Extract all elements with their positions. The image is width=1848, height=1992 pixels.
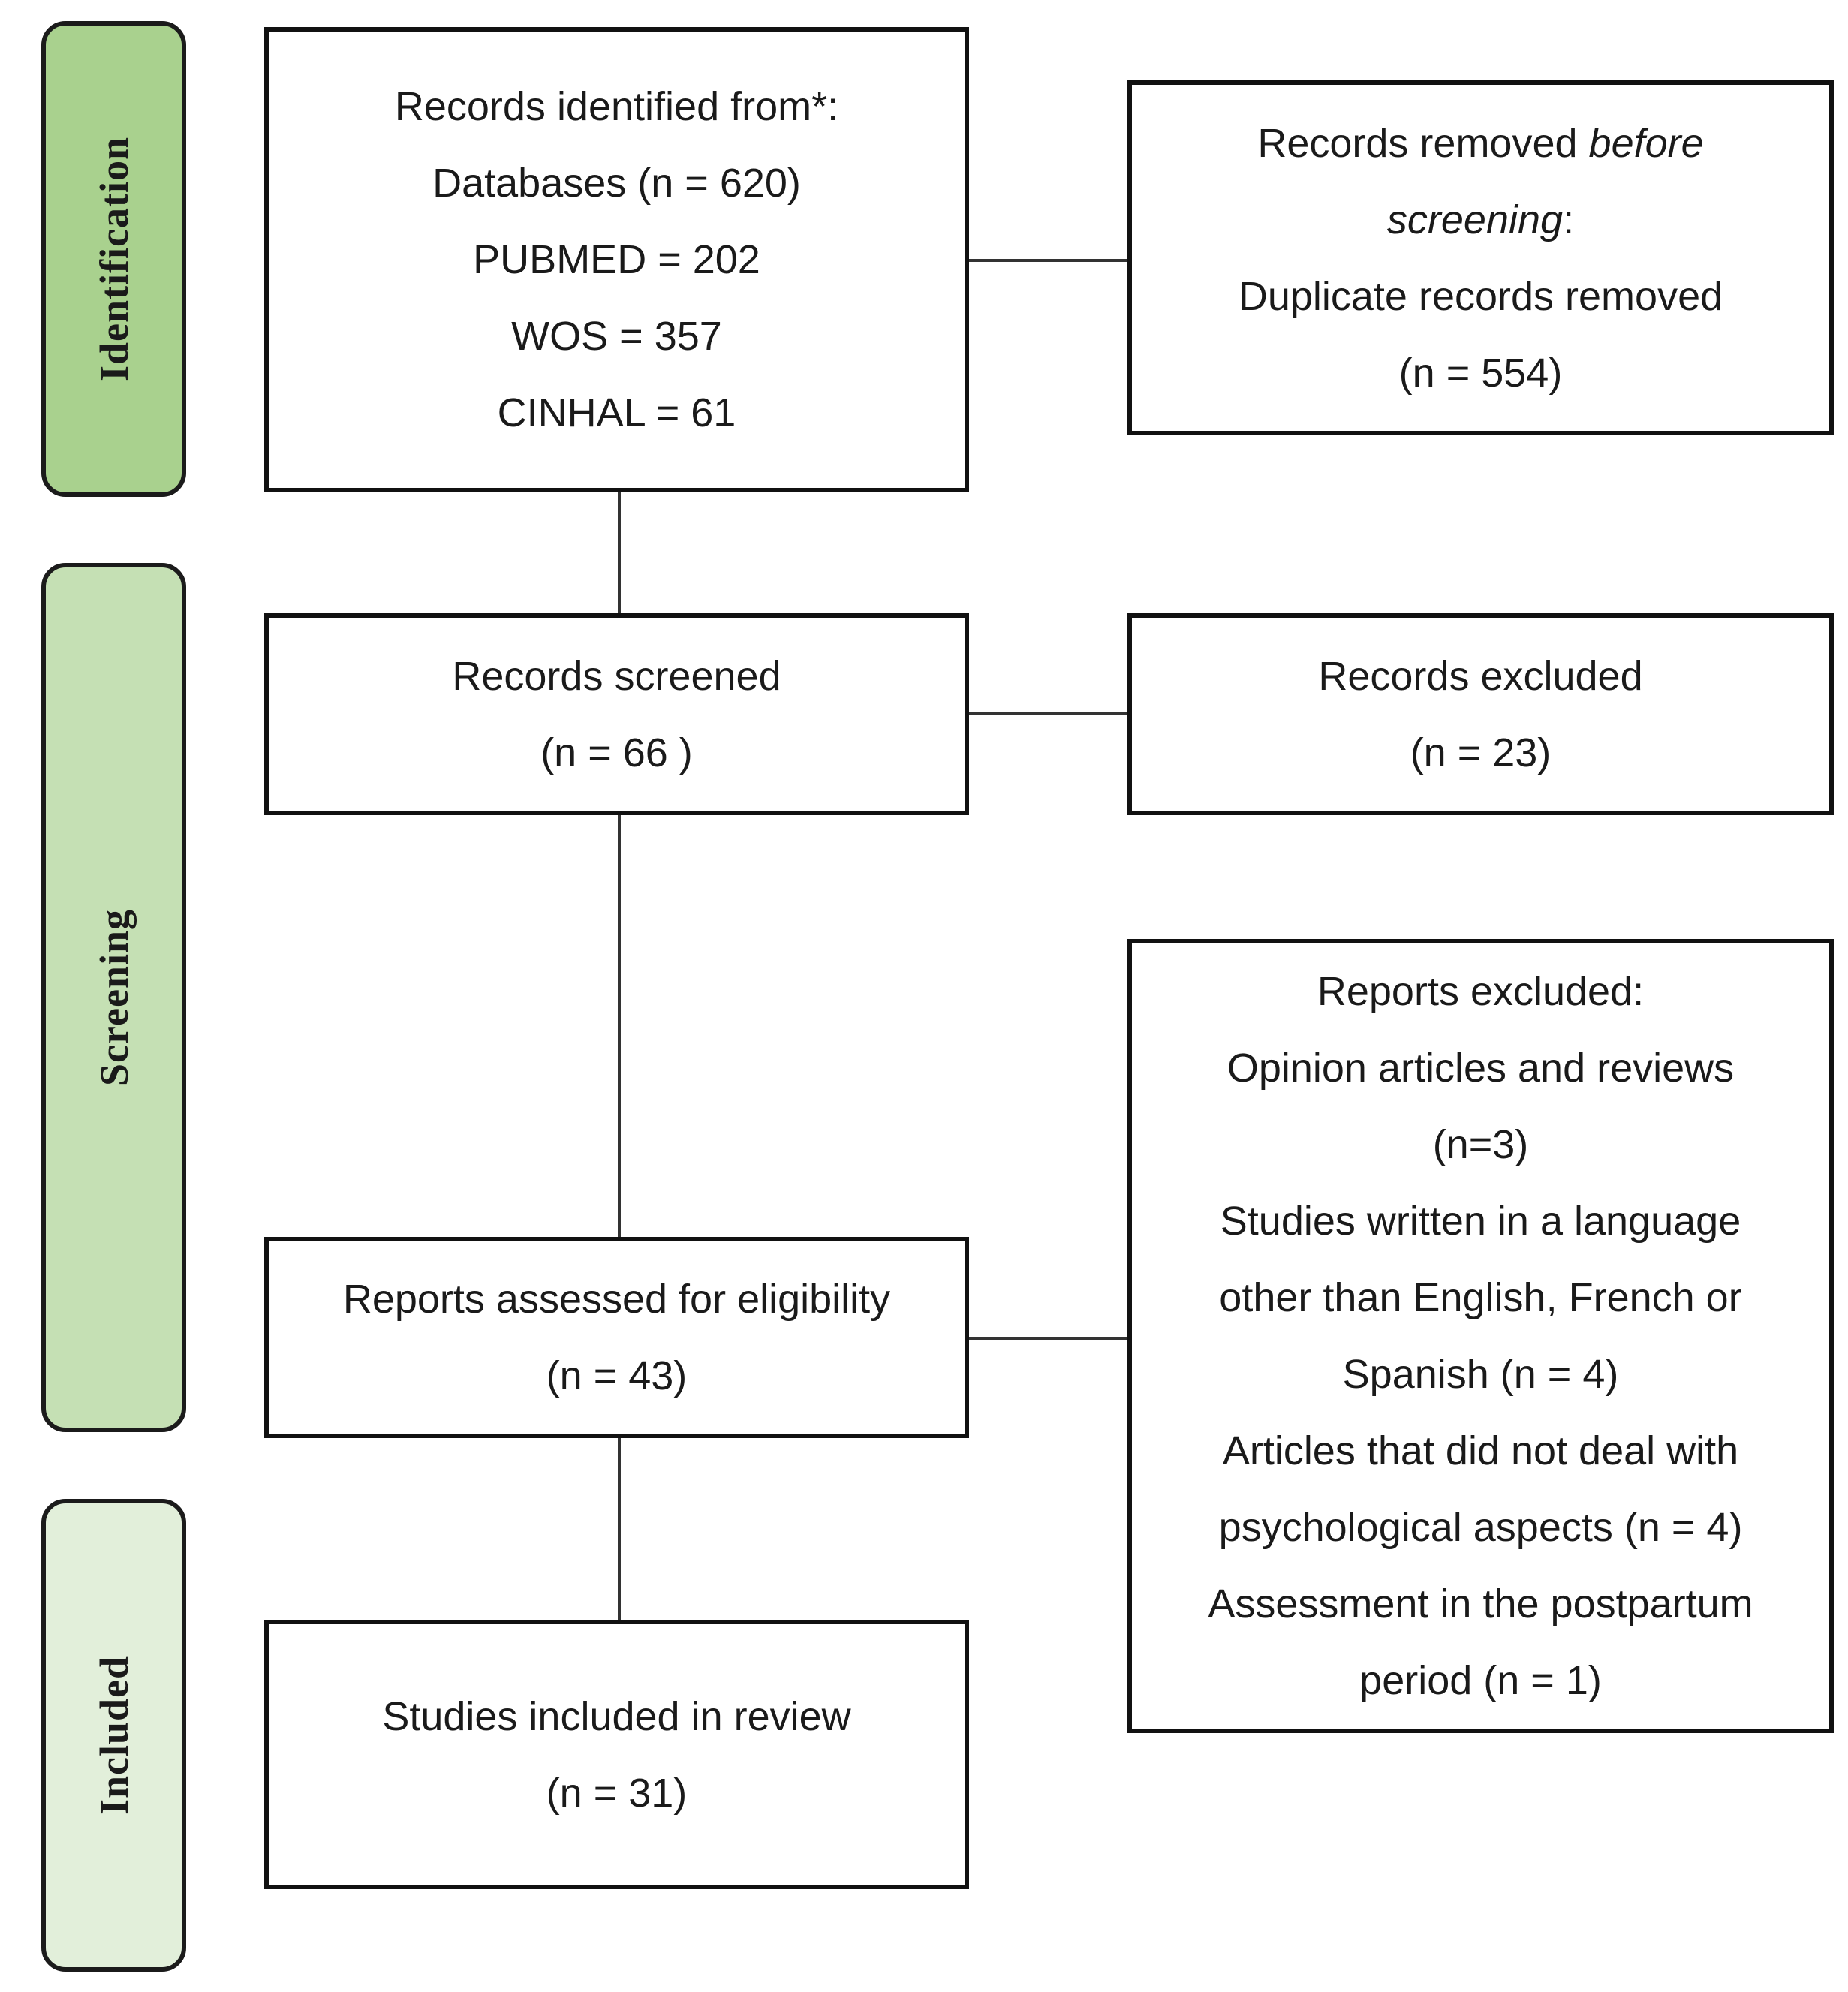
connector-assessed-to-included — [618, 1436, 621, 1623]
records-removed-heading-cont: screening: — [1386, 197, 1575, 242]
postpartum-label: Assessment in the postpartum — [1208, 1581, 1753, 1626]
reports-assessed-label: Reports assessed for eligibility — [342, 1277, 891, 1322]
duplicate-records-label: Duplicate records removed — [1238, 273, 1723, 319]
records-removed-box: Records removed before screening: Duplic… — [1127, 80, 1834, 435]
psychological-count: psychological aspects (n = 4) — [1218, 1505, 1743, 1550]
records-excluded-box: Records excluded (n = 23) — [1127, 613, 1834, 815]
records-identified-heading: Records identified from*: — [394, 84, 839, 129]
reports-excluded-box: Reports excluded: Opinion articles and r… — [1127, 939, 1834, 1733]
phase-included-label: Included — [91, 1655, 137, 1816]
phase-screening: Screening — [41, 563, 186, 1432]
records-screened-label: Records screened — [452, 653, 781, 699]
reports-excluded-heading: Reports excluded: — [1317, 969, 1645, 1014]
phase-identification-label: Identification — [91, 136, 137, 382]
phase-included: Included — [41, 1499, 186, 1972]
studies-included-box: Studies included in review (n = 31) — [264, 1620, 969, 1889]
language-count: Spanish (n = 4) — [1342, 1352, 1619, 1397]
connector-identified-to-removed — [967, 259, 1130, 262]
duplicate-records-count: (n = 554) — [1398, 350, 1563, 396]
opinion-articles-label: Opinion articles and reviews — [1226, 1046, 1735, 1091]
cinhal-count: CINHAL = 61 — [497, 390, 736, 435]
connector-screened-to-assessed — [618, 813, 621, 1240]
studies-included-count: (n = 31) — [546, 1770, 688, 1816]
reports-assessed-count: (n = 43) — [546, 1353, 688, 1398]
databases-count: Databases (n = 620) — [432, 161, 801, 206]
studies-included-label: Studies included in review — [382, 1693, 851, 1739]
phase-identification: Identification — [41, 21, 186, 497]
records-screened-box: Records screened (n = 66 ) — [264, 613, 969, 815]
connector-assessed-to-reports-excluded — [967, 1337, 1130, 1340]
connector-screened-to-excluded — [967, 712, 1130, 715]
reports-assessed-box: Reports assessed for eligibility (n = 43… — [264, 1237, 969, 1438]
pubmed-count: PUBMED = 202 — [473, 237, 760, 282]
postpartum-count: period (n = 1) — [1359, 1658, 1602, 1703]
language-label: Studies written in a language — [1220, 1199, 1741, 1244]
wos-count: WOS = 357 — [511, 314, 722, 359]
records-excluded-count: (n = 23) — [1410, 730, 1552, 775]
records-identified-box: Records identified from*: Databases (n =… — [264, 27, 969, 492]
records-removed-heading: Records removed before — [1257, 120, 1704, 166]
records-excluded-label: Records excluded — [1318, 653, 1643, 699]
phase-screening-label: Screening — [91, 909, 137, 1086]
psychological-label: Articles that did not deal with — [1222, 1428, 1739, 1473]
language-label-cont: other than English, French or — [1219, 1275, 1742, 1320]
connector-identified-to-screened — [618, 490, 621, 615]
records-screened-count: (n = 66 ) — [540, 730, 693, 775]
opinion-articles-count: (n=3) — [1432, 1122, 1529, 1167]
